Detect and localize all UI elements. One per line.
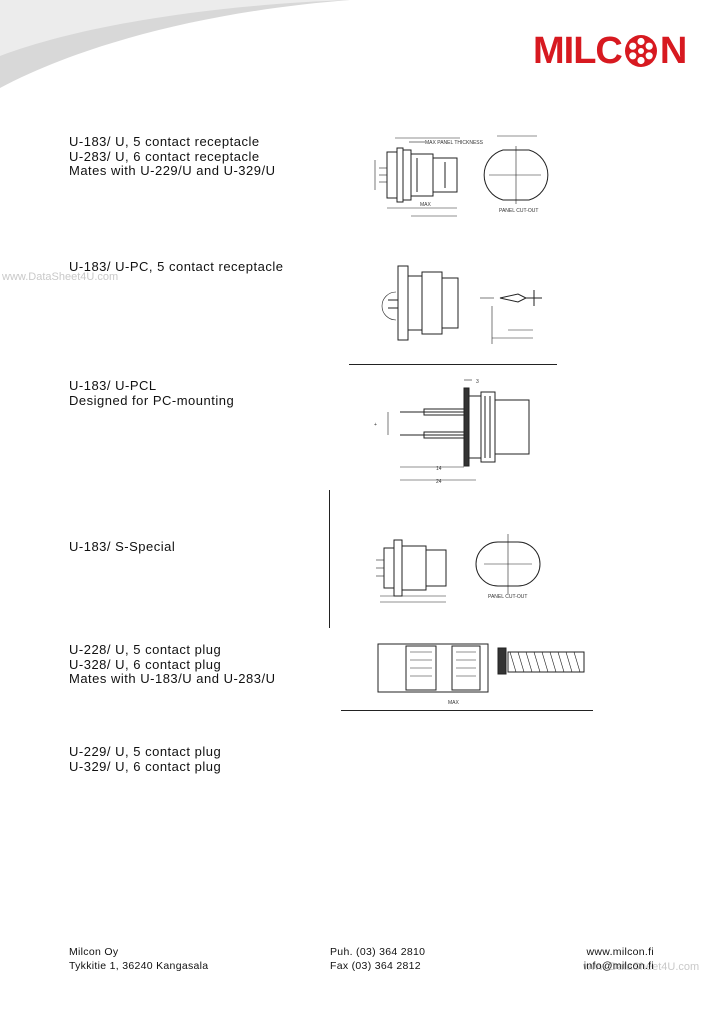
dim-3: 3 [476, 379, 479, 385]
product-line: U-183/ S-Special [69, 539, 176, 554]
dim-24: 24 [436, 479, 442, 485]
plug-drawing: MAX [377, 643, 585, 706]
product-line: U-183/ U-PCL [69, 378, 157, 393]
product-block-special: U-183/ S-Special [69, 539, 176, 555]
product-block-plug: U-228/ U, 5 contact plug U-328/ U, 6 con… [69, 642, 276, 687]
panel-cutout-label: PANEL CUT-OUT [499, 208, 538, 214]
divider [349, 364, 557, 365]
milcon-logo: MILC N [533, 30, 687, 72]
product-block-plug-2: U-229/ U, 5 contact plug U-329/ U, 6 con… [69, 744, 222, 774]
vertical-divider [329, 490, 330, 628]
max-panel-thickness-label: MAX PANEL THICKNESS [425, 140, 484, 146]
website-link[interactable]: www.milcon.fi [586, 946, 654, 958]
product-line: U-328/ U, 6 contact plug [69, 656, 222, 672]
special-receptacle-drawing: PANEL CUT-OUT [376, 534, 541, 603]
svg-text:PANEL CUT-OUT: PANEL CUT-OUT [488, 594, 527, 600]
fax-number: Fax (03) 364 2812 [330, 959, 421, 972]
film-reel-icon [624, 35, 657, 67]
product-block-pc: U-183/ U-PC, 5 contact receptacle [69, 259, 284, 275]
logo-text-right: N [659, 30, 687, 72]
pc-receptacle-drawing [381, 265, 542, 344]
footer-phone: Puh. (03) 364 2810 Fax (03) 364 2812 [330, 946, 425, 973]
watermark-left: www.DataSheet4U.com [2, 271, 119, 283]
watermark-bottom: www.DataSheet4U.com [583, 961, 700, 973]
divider [341, 710, 593, 711]
receptacle-drawing: MAX PANEL THICKNESS MAX PANEL CUT-OUT [374, 135, 549, 217]
product-line: Mates with U-229/U and U-329/U [69, 163, 276, 179]
pcl-receptacle-drawing: 3 + 14 24 [374, 379, 530, 485]
product-block-receptacle: U-183/ U, 5 contact receptacle U-283/ U,… [69, 134, 276, 179]
footer-contact: www.milcon.fi info@milcon.fi [582, 946, 654, 973]
product-line: U-183/ U-PC, 5 contact receptacle [69, 259, 284, 274]
product-line: U-329/ U, 6 contact plug [69, 758, 222, 774]
email-link[interactable]: info@milcon.fi [583, 959, 654, 972]
product-line: U-229/ U, 5 contact plug [69, 744, 222, 759]
dim-14: 14 [436, 466, 442, 472]
svg-text:MAX: MAX [448, 700, 460, 706]
svg-text:MAX: MAX [420, 202, 432, 208]
phone-number: Puh. (03) 364 2810 [330, 946, 426, 958]
company-address: Tykkitie 1, 36240 Kangasala [69, 959, 209, 972]
logo-text-left: MILC [533, 30, 623, 72]
footer-company: Milcon Oy Tykkitie 1, 36240 Kangasala [69, 946, 208, 973]
company-name: Milcon Oy [69, 946, 119, 958]
product-line: U-283/ U, 6 contact receptacle [69, 148, 260, 164]
product-line: U-183/ U, 5 contact receptacle [69, 134, 260, 149]
product-block-pcl: U-183/ U-PCL Designed for PC-mounting [69, 378, 235, 408]
product-line: Designed for PC-mounting [69, 392, 235, 408]
header-swoosh [0, 0, 350, 88]
product-line: Mates with U-183/U and U-283/U [69, 671, 276, 687]
product-line: U-228/ U, 5 contact plug [69, 642, 222, 657]
svg-text:+: + [374, 422, 377, 428]
